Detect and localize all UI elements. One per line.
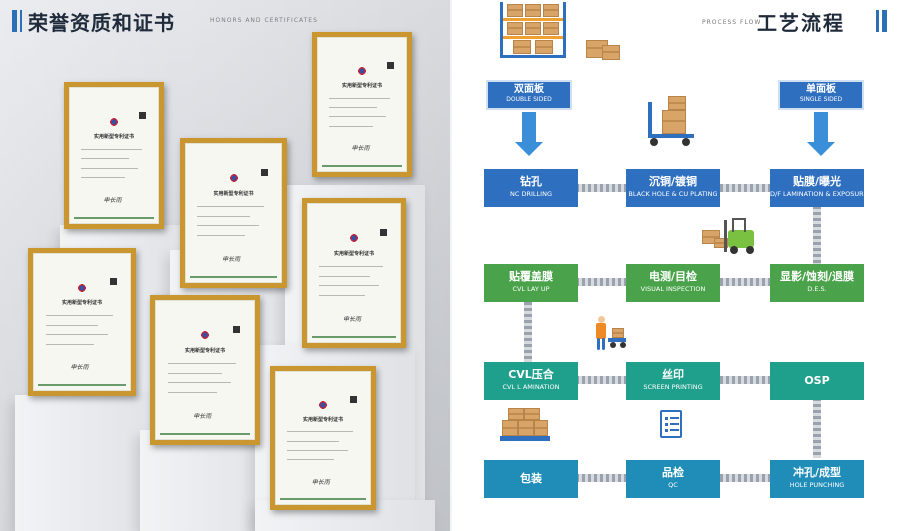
conveyor (720, 474, 770, 482)
step-label-en: VISUAL INSPECTION (640, 285, 706, 293)
double-sided-label: 双面板 (514, 84, 544, 95)
title-accent-bar-thin (20, 10, 22, 32)
step-cvl-lay-up: 贴覆盖膜 CVL LAY UP (484, 264, 578, 302)
honors-title: 荣誉资质和证书 (28, 11, 175, 35)
step-label: 贴膜/曝光 (792, 175, 842, 188)
step-label: 沉铜/镀铜 (648, 175, 698, 188)
title-accent-bar (12, 10, 17, 32)
step-label-en: SCREEN PRINTING (643, 383, 703, 391)
step-label: 冲孔/成型 (792, 466, 842, 479)
step-label-en: D.E.S. (807, 285, 827, 293)
step-label-en: CVL LAY UP (512, 285, 550, 293)
conveyor (576, 474, 626, 482)
cargo-box-icon (602, 45, 620, 60)
certificate-frame: 实用新型专利证书 申长雨 (180, 138, 287, 288)
step-label: 显影/蚀刻/退膜 (779, 270, 855, 283)
warehouse-rack-icon (500, 2, 566, 58)
double-sided-tag: 双面板 DOUBLE SIDED (486, 80, 572, 110)
conveyor (813, 206, 821, 266)
conveyor (576, 278, 626, 286)
certificate-heading: 实用新型专利证书 (93, 133, 134, 140)
step-label-en: D/F LAMINATION & EXPOSURE (770, 190, 868, 198)
step-label: 贴覆盖膜 (509, 270, 553, 283)
conveyor (576, 376, 626, 384)
step-label: 钻孔 (520, 175, 542, 188)
title-accent-bar-thin (876, 10, 879, 32)
step-cvl-lamination: CVL压合 CVL L AMINATION (484, 362, 578, 400)
step-packing: 包装 (484, 460, 578, 498)
certificate-signature: 申长雨 (193, 412, 212, 420)
step-cu-plating: 沉铜/镀铜 BLACK HOLE & CU PLATING (626, 169, 720, 207)
certificate-heading: 实用新型专利证书 (213, 190, 254, 197)
down-arrow-icon (522, 112, 536, 142)
certificate-frame: 实用新型专利证书 申长雨 (150, 295, 260, 445)
certificate-signature: 申长雨 (103, 197, 122, 205)
honors-subtitle: HONORS AND CERTIFICATES (210, 17, 318, 24)
certificate-signature: 申长雨 (351, 145, 370, 153)
step-label-en: CVL L AMINATION (502, 383, 560, 391)
step-label-en: NC DRILLING (510, 190, 552, 198)
process-title: 工艺流程 (757, 11, 845, 35)
step-label: 品检 (662, 466, 684, 479)
certificate-frame: 实用新型专利证书 申长雨 (64, 82, 164, 229)
single-sided-label-en: SINGLE SIDED (799, 96, 843, 103)
single-sided-tag: 单面板 SINGLE SIDED (778, 80, 864, 110)
conveyor (813, 398, 821, 458)
title-accent-bar (882, 10, 887, 32)
process-flow-panel: PROCESS FLOW 工艺流程 双面板 DOUBLE SIDED 单面板 S… (452, 0, 900, 531)
step-label: 包装 (520, 472, 542, 485)
certificate-heading: 实用新型专利证书 (61, 299, 102, 306)
conveyor (524, 302, 532, 362)
conveyor (720, 376, 770, 384)
step-label-en: QC (668, 481, 678, 489)
certificate-frame: 实用新型专利证书 申长雨 (28, 248, 136, 396)
step-visual-inspection: 电测/目检 VISUAL INSPECTION (626, 264, 720, 302)
double-sided-label-en: DOUBLE SIDED (506, 96, 552, 103)
step-qc: 品检 QC (626, 460, 720, 498)
step-hole-punching: 冲孔/成型 HOLE PUNCHING (770, 460, 864, 498)
certificate-heading: 实用新型专利证书 (302, 416, 343, 423)
down-arrow-icon (814, 112, 828, 142)
certificate-signature: 申长雨 (311, 478, 330, 486)
conveyor (720, 184, 770, 192)
clipboard-checklist-icon (660, 410, 682, 438)
down-arrow-icon (515, 142, 543, 156)
step-label: 丝印 (662, 368, 684, 381)
step-des: 显影/蚀刻/退膜 D.E.S. (770, 264, 864, 302)
step-osp: OSP (770, 362, 864, 400)
certificate-frame: 实用新型专利证书 申长雨 (302, 198, 406, 348)
conveyor (720, 278, 770, 286)
step-label: 电测/目检 (648, 270, 698, 283)
step-label: CVL压合 (508, 368, 554, 381)
certificate-heading: 实用新型专利证书 (341, 82, 382, 89)
certificate-signature: 申长雨 (342, 315, 361, 323)
step-label: OSP (804, 374, 830, 387)
step-label-en: HOLE PUNCHING (789, 481, 845, 489)
conveyor (576, 184, 626, 192)
process-subtitle: PROCESS FLOW (702, 19, 762, 26)
honors-panel: 荣誉资质和证书 HONORS AND CERTIFICATES 实用新型专利证书… (0, 0, 452, 531)
certificate-signature: 申长雨 (70, 363, 89, 371)
certificate-heading: 实用新型专利证书 (333, 250, 374, 257)
down-arrow-icon (807, 142, 835, 156)
certificate-heading: 实用新型专利证书 (184, 347, 225, 354)
certificate-frame: 实用新型专利证书 申长雨 (270, 366, 376, 510)
certificate-signature: 申长雨 (222, 255, 241, 263)
step-label-en: BLACK HOLE & CU PLATING (628, 190, 718, 198)
step-df-lamination-exposure: 贴膜/曝光 D/F LAMINATION & EXPOSURE (770, 169, 868, 207)
step-nc-drilling: 钻孔 NC DRILLING (484, 169, 578, 207)
panel-divider (450, 0, 453, 531)
step-screen-printing: 丝印 SCREEN PRINTING (626, 362, 720, 400)
single-sided-label: 单面板 (806, 84, 836, 95)
certificate-frame: 实用新型专利证书 申长雨 (312, 32, 412, 177)
